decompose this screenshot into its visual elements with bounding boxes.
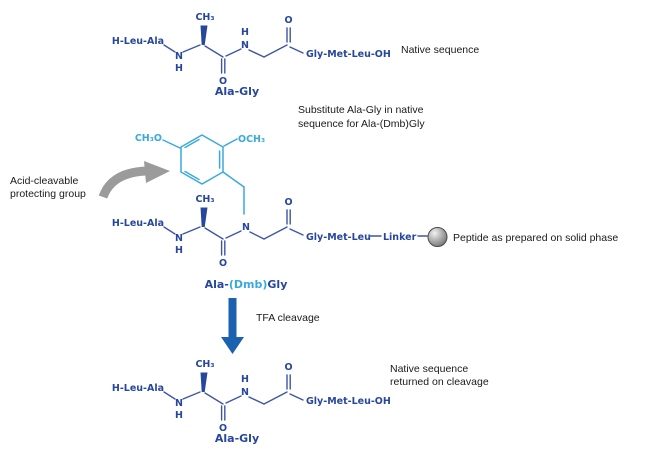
tfa-arrow-icon xyxy=(221,298,244,354)
solid-phase-caption: Peptide as prepared on solid phase xyxy=(453,232,618,244)
dmb-ring: CH₃O OCH₃ xyxy=(135,133,265,215)
hydrogen-label: H xyxy=(175,410,183,421)
returned-line2: returned on cleavage xyxy=(390,376,489,388)
oxygen-label: O xyxy=(284,15,292,26)
nitrogen-label: N xyxy=(241,387,249,398)
resin-bead-icon xyxy=(427,227,448,247)
acid-cleavable-caption: Acid-cleavable protecting group xyxy=(10,175,86,200)
tfa-caption: TFA cleavage xyxy=(256,312,320,324)
ala-dmb-gly-label: Ala-(Dmb)Gly xyxy=(205,278,288,291)
residue-label: Gly-Met-Leu-OH xyxy=(306,49,391,60)
linker-label: Linker xyxy=(383,232,417,243)
residue-label: Gly-Met-Leu-OH xyxy=(306,396,391,407)
residue-label: H-Leu-Ala xyxy=(112,36,164,47)
hydrogen-label: H xyxy=(175,245,183,256)
residue-label: Gly-Met-Leu xyxy=(306,232,371,243)
ala-gly-label: Ala-Gly xyxy=(215,432,259,445)
native-sequence-caption: Native sequence xyxy=(401,44,479,56)
residue-label: H-Leu-Ala xyxy=(112,383,164,394)
oxygen-label: O xyxy=(219,76,227,87)
acid-line2: protecting group xyxy=(10,188,86,200)
native-structure-top: H-Leu-Ala N H CH₃ O H N O Gly-Met-Leu-OH… xyxy=(112,12,391,98)
nitrogen-label: N xyxy=(175,51,183,62)
substitute-line1: Substitute Ala-Gly in native xyxy=(298,104,424,116)
ala-gly-label: Ala-Gly xyxy=(215,85,259,98)
nitrogen-label: N xyxy=(242,222,250,233)
nitrogen-label: N xyxy=(241,40,249,51)
ala-prefix: Ala- xyxy=(205,278,229,291)
methoxy-label: CH₃O xyxy=(135,133,162,144)
curved-arrow-icon xyxy=(98,161,170,199)
methyl-label: CH₃ xyxy=(195,194,214,205)
substitute-caption: Substitute Ala-Gly in native sequence fo… xyxy=(298,104,425,130)
oxygen-label: O xyxy=(219,423,227,434)
methoxy-label: OCH₃ xyxy=(238,134,265,145)
returned-line1: Native sequence xyxy=(390,363,468,375)
methyl-label: CH₃ xyxy=(195,12,214,23)
hydrogen-label: H xyxy=(241,27,249,38)
oxygen-label: O xyxy=(284,362,292,373)
dmb-part: (Dmb) xyxy=(229,278,268,291)
oxygen-label: O xyxy=(219,258,227,269)
nitrogen-label: N xyxy=(175,233,183,244)
hydrogen-label: H xyxy=(175,63,183,74)
acid-line1: Acid-cleavable xyxy=(10,175,78,187)
native-structure-bottom: H-Leu-Ala N H CH₃ O H N O Gly-Met-Leu-OH… xyxy=(112,359,391,445)
wedge-bond xyxy=(200,25,208,45)
hydrogen-label: H xyxy=(241,374,249,385)
oxygen-label: O xyxy=(284,197,292,208)
dmb-structure-middle: H-Leu-Ala N H CH₃ O N O Gly-Met-Leu Link… xyxy=(112,194,618,291)
nitrogen-label: N xyxy=(175,398,183,409)
residue-label: H-Leu-Ala xyxy=(112,218,164,229)
gly-suffix: Gly xyxy=(267,278,287,291)
methyl-label: CH₃ xyxy=(195,359,214,370)
returned-caption: Native sequence returned on cleavage xyxy=(390,363,489,388)
substitute-line2: sequence for Ala-(Dmb)Gly xyxy=(298,118,425,130)
